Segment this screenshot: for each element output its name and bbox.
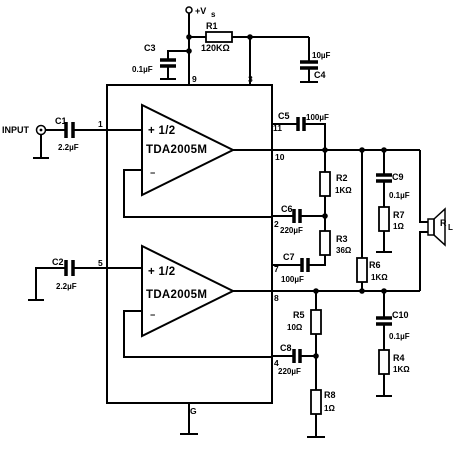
r1-value: 120KΩ xyxy=(201,43,230,53)
r2-ref: R2 xyxy=(336,173,348,183)
pin-4: 4 xyxy=(274,358,279,368)
c2-value: 2.2µF xyxy=(56,282,77,291)
input-label: INPUT xyxy=(2,125,30,135)
amplifier-1-part: TDA2005M xyxy=(146,144,207,156)
pin-7: 7 xyxy=(274,264,279,274)
c2-ref: C2 xyxy=(52,257,64,267)
c9-value: 0.1µF xyxy=(389,191,410,200)
resistor-r8 xyxy=(378,349,390,375)
resistor-r1 xyxy=(205,31,233,43)
resistor-r5 xyxy=(310,389,322,415)
c9-ref: C9 xyxy=(392,172,404,182)
pin-ground: G xyxy=(190,406,197,416)
c4-ref: C4 xyxy=(314,70,326,80)
c10-ref: C10 xyxy=(392,310,409,320)
amplifier-1-triangle xyxy=(141,103,236,197)
speaker-subscript: L xyxy=(448,223,453,232)
r2-value: 1KΩ xyxy=(335,186,352,195)
pin-10: 10 xyxy=(275,152,285,162)
c8-ref: C8 xyxy=(280,343,292,353)
speaker-label: R xyxy=(440,218,447,228)
c1-value: 2.2µF xyxy=(58,143,79,152)
c3-ref: C3 xyxy=(144,43,156,53)
r1-ref: R1 xyxy=(206,21,218,31)
c5-value: 100µF xyxy=(306,113,329,122)
r7-ref: R7 xyxy=(393,210,405,220)
r6-value: 1KΩ xyxy=(371,273,388,282)
c8-value: 220µF xyxy=(278,367,301,376)
c3-value: 0.1µF xyxy=(132,65,153,74)
r4-value: 10Ω xyxy=(287,323,303,332)
r3-ref: R3 xyxy=(336,234,348,244)
r7-value: 1Ω xyxy=(393,222,404,231)
r3-value: 36Ω xyxy=(336,246,352,255)
r8-ref: R4 xyxy=(393,353,405,363)
supply-subscript: s xyxy=(211,10,216,19)
supply-terminal xyxy=(185,6,193,14)
amplifier-2-minus: − xyxy=(150,310,155,320)
pin-5: 5 xyxy=(98,258,103,268)
r5-ref: R8 xyxy=(324,390,336,400)
amplifier-2-part: TDA2005M xyxy=(146,289,207,301)
speaker-icon xyxy=(427,218,435,236)
pin-1: 1 xyxy=(98,119,103,129)
c7-value: 100µF xyxy=(281,275,304,284)
pin-9: 9 xyxy=(192,74,197,84)
resistor-r3 xyxy=(319,230,331,256)
resistor-r6 xyxy=(356,257,368,283)
supply-label: +V xyxy=(195,6,206,16)
resistor-r2 xyxy=(319,171,331,197)
ic-body xyxy=(106,84,273,404)
c4-value: 10µF xyxy=(312,51,331,60)
amplifier-1-fraction: + 1/2 xyxy=(148,125,175,137)
c10-value: 0.1µF xyxy=(389,332,410,341)
r8-value: 1KΩ xyxy=(393,365,410,374)
pin-2: 2 xyxy=(274,219,279,229)
c6-ref: C6 xyxy=(281,204,293,214)
resistor-r7 xyxy=(378,206,390,232)
amplifier-1-minus: − xyxy=(150,168,155,178)
c1-ref: C1 xyxy=(55,116,67,126)
r4-ref: R5 xyxy=(293,310,305,320)
input-jack[interactable] xyxy=(35,124,47,136)
resistor-r4 xyxy=(310,309,322,335)
c5-ref: C5 xyxy=(278,111,290,121)
amplifier-2-fraction: + 1/2 xyxy=(148,266,175,278)
r6-ref: R6 xyxy=(369,260,381,270)
c7-ref: C7 xyxy=(283,252,295,262)
r5-value: 1Ω xyxy=(324,404,335,413)
pin-11: 11 xyxy=(273,123,282,133)
pin-8: 8 xyxy=(274,293,279,303)
c6-value: 220µF xyxy=(280,226,303,235)
amplifier-2-triangle xyxy=(141,244,236,338)
